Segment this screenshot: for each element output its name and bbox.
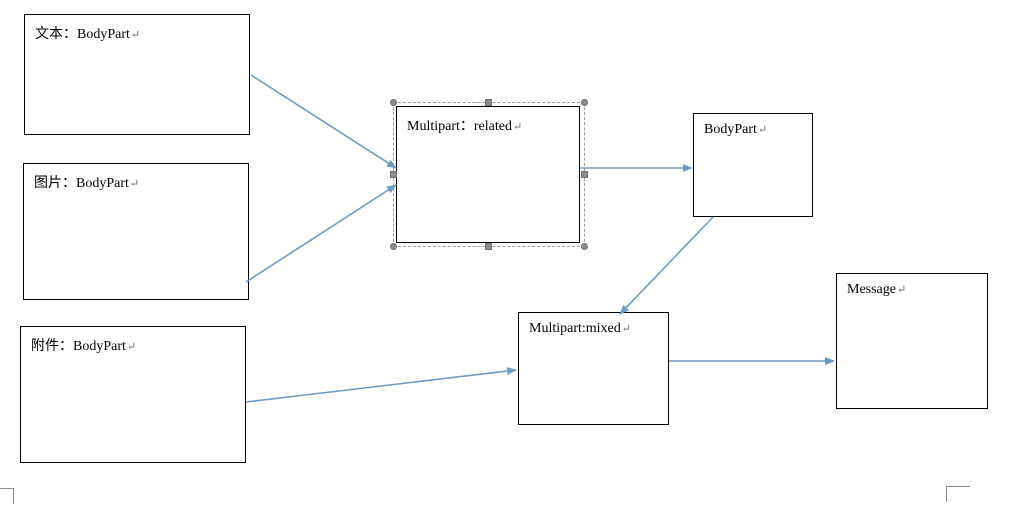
resize-handle-bottom-right[interactable]: [581, 243, 588, 250]
paragraph-mark: ↵: [897, 284, 907, 296]
paragraph-mark: ↵: [621, 323, 631, 335]
arrow-bodypart-to-mixed[interactable]: [619, 216, 714, 315]
arrow-image-to-related[interactable]: [245, 184, 397, 283]
multipart-mixed-label: Multipart:mixed↵: [529, 321, 631, 336]
multipart-related-label: Multipart：related↵: [407, 119, 523, 134]
resize-handle-left[interactable]: [390, 171, 397, 178]
bodypart-box[interactable]: BodyPart↵: [693, 113, 813, 217]
attachment-bodypart-box[interactable]: 附件：BodyPart↵: [20, 326, 246, 463]
resize-handle-right[interactable]: [581, 171, 588, 178]
resize-handle-bottom[interactable]: [485, 243, 492, 250]
resize-handle-top[interactable]: [485, 99, 492, 106]
paragraph-mark: ↵: [129, 178, 140, 190]
message-box[interactable]: Message↵: [836, 273, 988, 409]
message-label: Message↵: [847, 282, 907, 297]
paragraph-mark: ↵: [512, 121, 523, 133]
text-bodypart-box[interactable]: 文本：BodyPart↵: [24, 14, 250, 135]
page-corner-mark-left: [0, 488, 14, 504]
page-corner-mark-right: [946, 486, 970, 502]
attachment-bodypart-label: 附件：BodyPart↵: [31, 339, 137, 354]
resize-handle-bottom-left[interactable]: [390, 243, 397, 250]
image-bodypart-box[interactable]: 图片：BodyPart↵: [23, 163, 249, 300]
multipart-mixed-box[interactable]: Multipart:mixed↵: [518, 312, 669, 425]
text-bodypart-label: 文本：BodyPart↵: [35, 27, 141, 42]
image-bodypart-label: 图片：BodyPart↵: [34, 176, 140, 191]
resize-handle-top-right[interactable]: [581, 99, 588, 106]
arrow-text-to-related[interactable]: [250, 74, 397, 169]
paragraph-mark: ↵: [126, 341, 137, 353]
paragraph-mark: ↵: [130, 29, 141, 41]
resize-handle-top-left[interactable]: [390, 99, 397, 106]
arrow-attachment-to-mixed[interactable]: [245, 367, 517, 403]
paragraph-mark: ↵: [757, 124, 768, 136]
bodypart-label: BodyPart↵: [704, 122, 768, 137]
